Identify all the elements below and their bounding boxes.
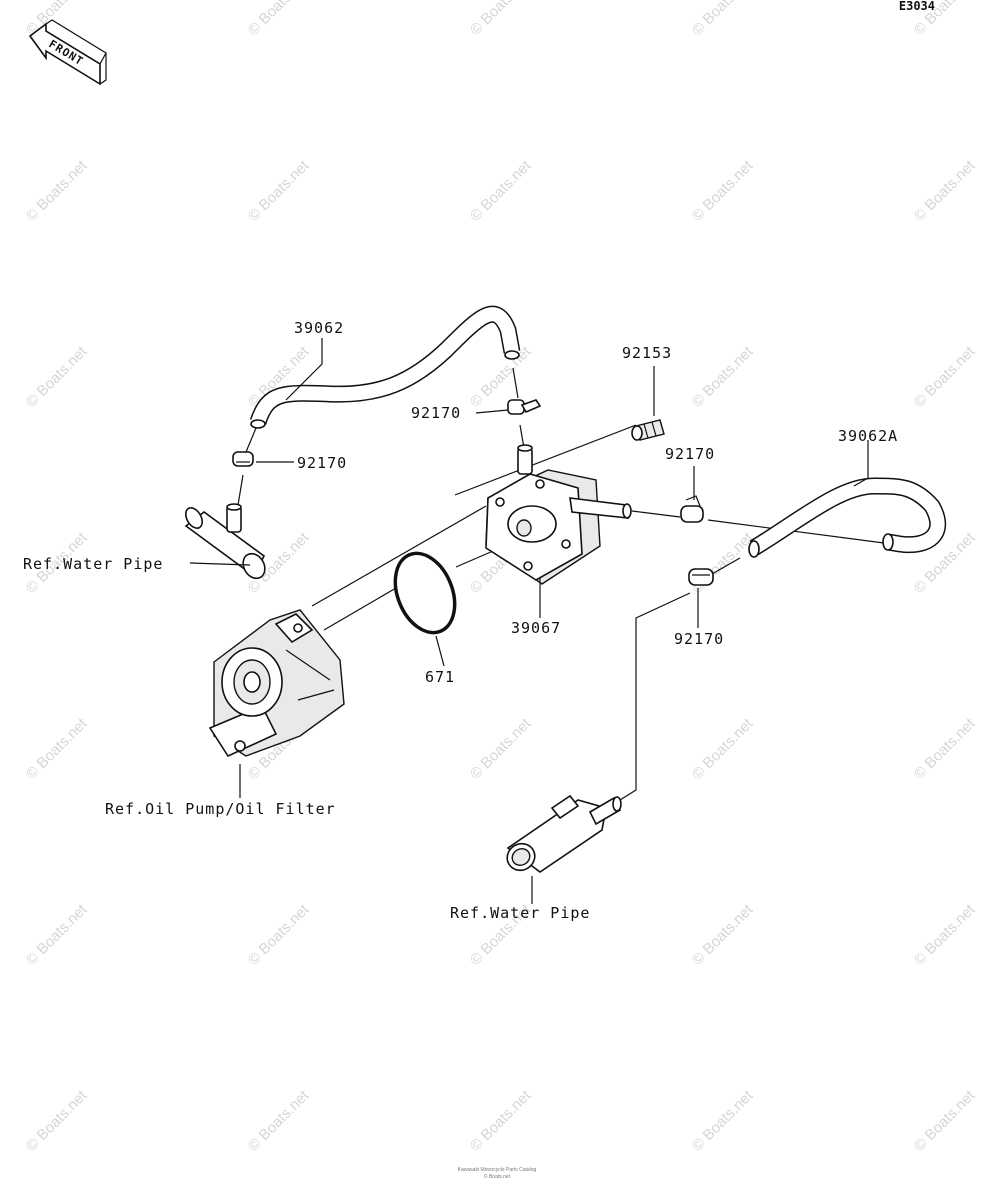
footer-line-1: Kawasaki Motorcycle Parts Catalog — [458, 1167, 537, 1173]
label-o-ring-671: 671 — [425, 668, 455, 686]
watermark: © Boats.net — [467, 1087, 535, 1155]
label-hose-39062: 39062 — [294, 319, 344, 337]
water-pipe-left — [184, 503, 266, 580]
watermark: © Boats.net — [245, 1087, 313, 1155]
label-hose-39062A: 39062A — [838, 427, 898, 445]
watermark: © Boats.net — [467, 0, 535, 39]
watermark: © Boats.net — [911, 1087, 979, 1155]
label-ref-water-pipe-bottom: Ref.Water Pipe — [450, 904, 590, 922]
watermark: © Boats.net — [23, 343, 91, 411]
watermark: © Boats.net — [911, 157, 979, 225]
watermark: © Boats.net — [245, 901, 313, 969]
watermark: © Boats.net — [911, 901, 979, 969]
diagram-code: E3034 — [899, 0, 935, 13]
label-clamp-right-lower: 92170 — [674, 630, 724, 648]
watermark: © Boats.net — [245, 0, 313, 39]
bolt-92153 — [631, 419, 665, 441]
oil-pump-housing — [208, 609, 345, 758]
clamp-right-upper — [680, 495, 704, 523]
clamp-right-lower — [688, 568, 714, 586]
watermark: © Boats.net — [467, 343, 535, 411]
assembly-lines — [237, 367, 885, 801]
hose-39062 — [249, 305, 521, 429]
label-clamp-right-upper: 92170 — [665, 445, 715, 463]
watermark: © Boats.net — [467, 715, 535, 783]
water-pipe-bottom — [506, 794, 622, 873]
watermark: © Boats.net — [911, 343, 979, 411]
watermark: © Boats.net — [23, 715, 91, 783]
label-oil-cooler-39067: 39067 — [511, 619, 561, 637]
watermark: © Boats.net — [467, 157, 535, 225]
watermark: © Boats.net — [689, 343, 757, 411]
label-clamp-upper: 92170 — [411, 404, 461, 422]
clamp-upper — [507, 399, 542, 415]
label-bolt-92153: 92153 — [622, 344, 672, 362]
hose-39062A — [748, 477, 947, 558]
watermark: © Boats.net — [911, 715, 979, 783]
watermark: © Boats.net — [23, 1087, 91, 1155]
watermark: © Boats.net — [689, 157, 757, 225]
watermark: © Boats.net — [689, 715, 757, 783]
footer-line-2: © Boats.net — [484, 1173, 511, 1180]
watermark: © Boats.net — [23, 157, 91, 225]
front-arrow-icon: FRONT — [28, 19, 107, 86]
callout-leaders — [189, 338, 869, 904]
label-clamp-left: 92170 — [297, 454, 347, 472]
watermark: © Boats.net — [689, 901, 757, 969]
clamp-left — [232, 451, 254, 467]
o-ring-671 — [393, 551, 457, 635]
watermark: © Boats.net — [23, 901, 91, 969]
watermark: © Boats.net — [245, 157, 313, 225]
watermark-layer: © Boats.net © Boats.net © Boats.net © Bo… — [23, 0, 979, 1155]
watermark: © Boats.net — [689, 1087, 757, 1155]
watermark: © Boats.net — [689, 0, 757, 39]
oil-cooler-39067 — [485, 444, 632, 585]
label-ref-water-pipe-left: Ref.Water Pipe — [23, 555, 163, 573]
watermark: © Boats.net — [689, 529, 757, 597]
label-ref-oil-pump: Ref.Oil Pump/Oil Filter — [105, 800, 336, 818]
